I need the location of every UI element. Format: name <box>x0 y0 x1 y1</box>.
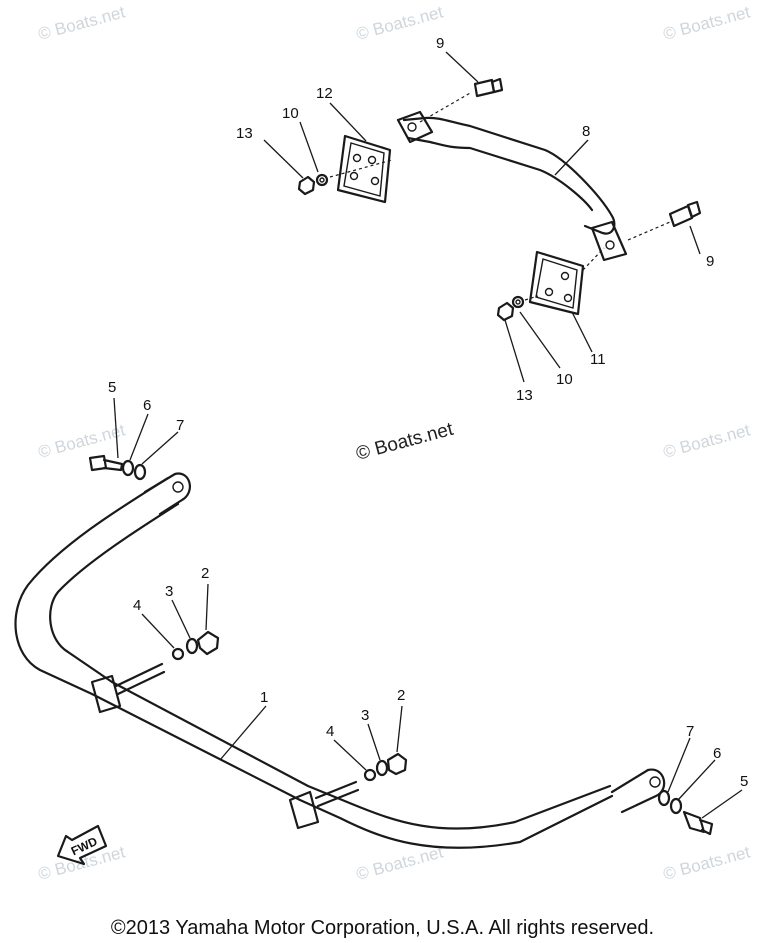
bolt-9-right <box>668 200 702 228</box>
washer-3-right <box>375 759 389 777</box>
callout-5-top: 5 <box>108 379 116 396</box>
callout-4-left: 4 <box>133 597 141 614</box>
main-bar-eye-top-hole <box>172 481 184 493</box>
watermark-top-left: © Boats.net <box>36 2 127 43</box>
brace-end-left-hole <box>407 122 417 132</box>
main-bar-eye-right-hole <box>649 776 661 788</box>
leaders <box>113 51 743 819</box>
callout-3-left: 3 <box>165 583 173 600</box>
callout-5-right: 5 <box>740 773 748 790</box>
main-bar-assembly <box>14 454 714 849</box>
washer-10-left-hole <box>319 177 325 183</box>
sleeve-left <box>90 674 122 714</box>
callout-12: 12 <box>316 85 333 102</box>
bolt-9-top <box>473 77 504 98</box>
plate-12-hole-c <box>370 176 380 186</box>
callout-13-top: 13 <box>236 125 253 142</box>
main-bar-eye-right <box>610 768 666 814</box>
callout-8: 8 <box>582 123 590 140</box>
callout-3-right: 3 <box>361 707 369 724</box>
callout-13-bottom: 13 <box>516 387 533 404</box>
callout-6-top: 6 <box>143 397 151 414</box>
brace-rod-8 <box>402 116 616 235</box>
mount-plate-11-inner <box>535 258 578 309</box>
main-bar-1-outer <box>14 476 614 849</box>
main-bar-eye-top <box>143 472 191 516</box>
plate-12-hole-a <box>352 153 362 163</box>
nut-13-right <box>496 301 515 322</box>
callout-4-right: 4 <box>326 723 334 740</box>
brace-end-left <box>396 110 434 144</box>
callout-6-right: 6 <box>713 745 721 762</box>
cap-nut-2-right <box>386 752 408 776</box>
copyright-notice: ©2013 Yamaha Motor Corporation, U.S.A. A… <box>110 917 655 939</box>
stud-right <box>314 780 360 808</box>
watermark-mid-left: © Boats.net <box>36 420 127 461</box>
callout-2-left: 2 <box>201 565 209 582</box>
brace-end-right <box>590 220 628 262</box>
mount-plate-12 <box>336 134 392 204</box>
washer-10-left <box>315 173 329 187</box>
sleeve-right <box>288 790 320 830</box>
plate-11-hole-b <box>563 293 573 303</box>
main-bar-1-inner <box>49 502 612 830</box>
callouts: 9 12 10 13 8 9 11 10 13 5 6 7 2 3 4 1 2 … <box>108 35 748 790</box>
callout-9-top: 9 <box>436 35 444 52</box>
callout-1: 1 <box>260 689 268 706</box>
plate-11-hole-a <box>544 287 554 297</box>
callout-11: 11 <box>590 351 606 368</box>
watermark-top-center: © Boats.net <box>354 2 445 43</box>
bolt-5-right <box>682 810 714 836</box>
washer-10-right <box>511 295 525 309</box>
watermark-mid-right: © Boats.net <box>661 420 752 461</box>
mount-plate-12-inner <box>343 142 385 197</box>
watermark-bottom-right: © Boats.net <box>661 842 752 883</box>
callout-10-bottom: 10 <box>556 371 573 388</box>
plate-11-hole-c <box>560 271 570 281</box>
washer-3-left <box>185 637 199 655</box>
watermark-bottom-center: © Boats.net <box>354 842 445 883</box>
washer-7-right <box>657 789 671 807</box>
nut-4-left <box>171 647 185 661</box>
plate-12-hole-d <box>367 155 377 165</box>
callout-9-right: 9 <box>706 253 714 270</box>
watermark-center: © Boats.net <box>354 419 456 465</box>
assembly-line-top <box>329 91 473 178</box>
watermark-top-right: © Boats.net <box>661 2 752 43</box>
brace-rod-8-edge <box>406 136 594 212</box>
bolt-5-top <box>88 454 124 472</box>
upper-brace-assembly <box>297 77 702 322</box>
stud-left <box>114 662 166 696</box>
brace-end-right-hole <box>605 240 615 250</box>
plate-12-hole-b <box>349 171 359 181</box>
washer-6-top <box>121 459 135 477</box>
washer-7-top <box>133 463 147 481</box>
callout-10-top: 10 <box>282 105 299 122</box>
callout-7-right: 7 <box>686 723 694 740</box>
washer-10-right-hole <box>515 299 521 305</box>
nut-13-left <box>297 175 316 196</box>
callout-2-right: 2 <box>397 687 405 704</box>
mount-plate-11 <box>528 250 585 316</box>
callout-7-top: 7 <box>176 417 184 434</box>
nut-4-right <box>363 768 377 782</box>
assembly-line-right <box>524 221 671 301</box>
cap-nut-2-left <box>196 630 220 656</box>
washer-6-right <box>669 797 683 815</box>
